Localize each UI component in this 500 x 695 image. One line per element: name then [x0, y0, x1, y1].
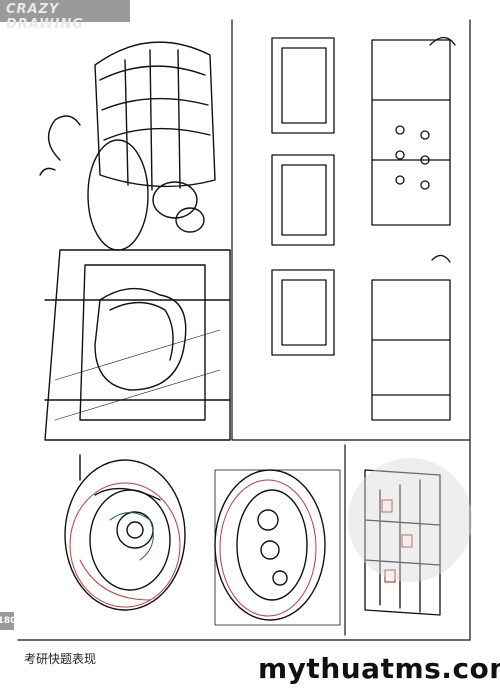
stamp-watermark [348, 458, 472, 582]
floor-plan-left-redlines [69, 482, 181, 608]
book-title: 考研快题表现 [24, 652, 97, 666]
site-plan [44, 249, 231, 441]
section-drawings [371, 36, 456, 421]
frame-lines [17, 19, 471, 641]
facade-redlines [381, 499, 413, 583]
header-title: CRAZY DRAWING [6, 2, 84, 32]
header-band: CRAZY DRAWING [0, 0, 130, 32]
page-number-badge: 180 [0, 612, 16, 630]
floor-plan-middle [214, 469, 341, 626]
building-perspective [39, 41, 216, 251]
floor-plan-left [64, 454, 186, 611]
site-watermark: mythuatms.com [258, 652, 500, 685]
floor-plan-middle-redlines [219, 479, 317, 617]
floor-plan-left-greenlines [109, 512, 154, 561]
elevation-panels [271, 37, 335, 356]
facade-perspective [364, 469, 441, 616]
